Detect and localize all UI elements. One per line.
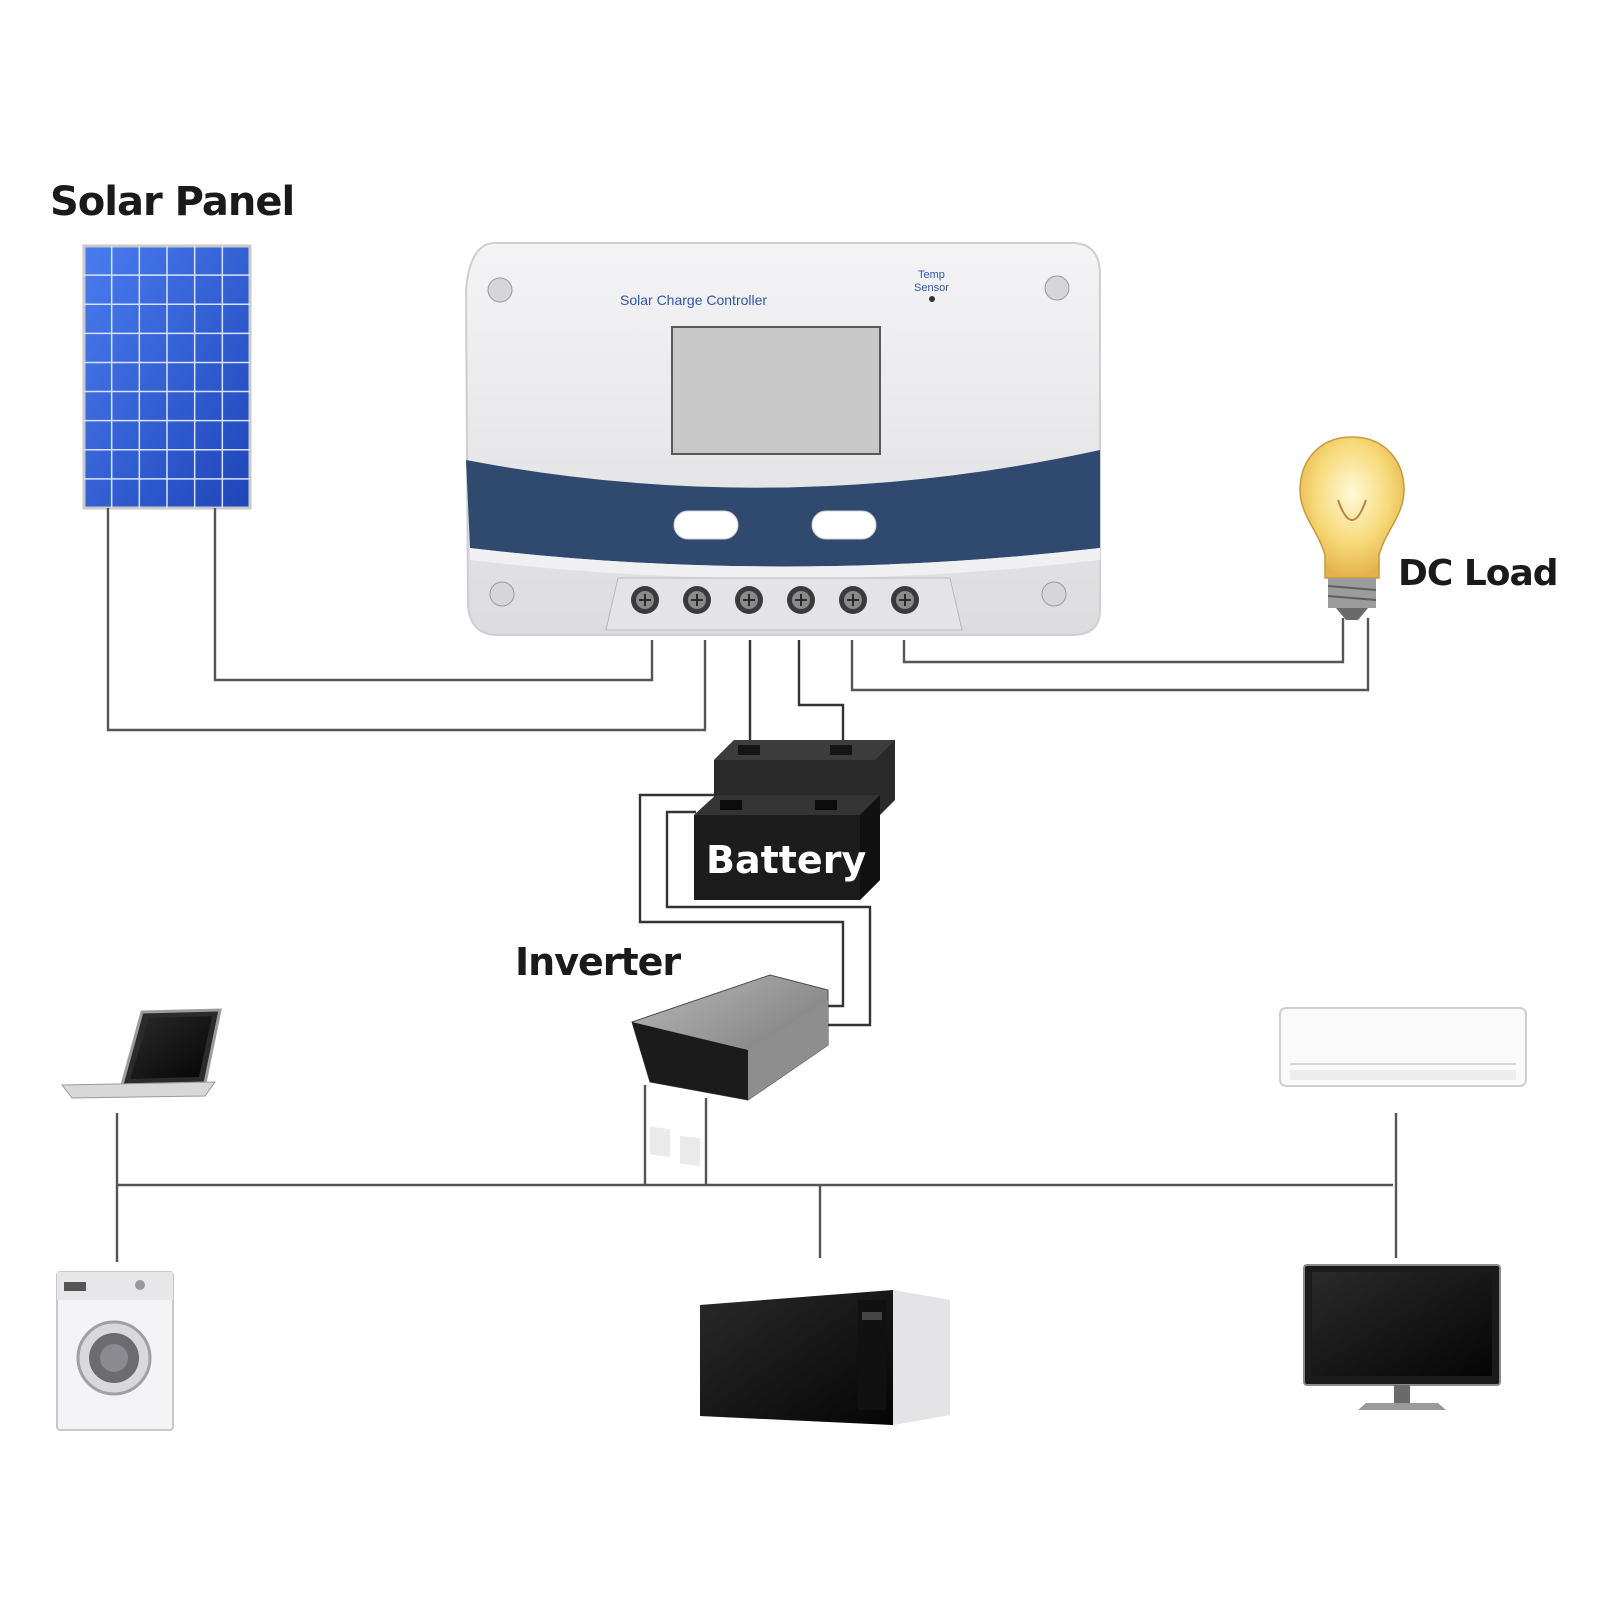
- solar-panel-label: Solar Panel: [50, 179, 294, 225]
- inverter-label: Inverter: [515, 940, 681, 984]
- temp-sensor-text: Temp: [918, 269, 945, 281]
- solar-panel-icon: [82, 244, 252, 510]
- light-bulb-icon: [1299, 436, 1405, 620]
- air-conditioner-icon: [1279, 1007, 1527, 1087]
- terminal-screw-icon: [683, 586, 711, 614]
- controller-button-right[interactable]: [811, 510, 877, 540]
- monitor-icon: [1303, 1264, 1501, 1410]
- temp-sensor-port-icon: [929, 296, 935, 302]
- washing-machine-icon: [56, 1271, 174, 1431]
- dc-wiring: [106, 508, 1370, 1027]
- microwave-icon: [700, 1290, 950, 1425]
- ac-wiring: [115, 1085, 1398, 1262]
- battery-icon: Battery: [694, 740, 895, 900]
- terminal-screw-icon: [891, 586, 919, 614]
- battery-label: Battery: [706, 838, 866, 882]
- terminal-screw-icon: [631, 586, 659, 614]
- inverter-icon: [631, 974, 829, 1167]
- lcd-screen: [671, 326, 881, 455]
- terminal-screw-icon: [735, 586, 763, 614]
- terminal-screw-icon: [839, 586, 867, 614]
- controller-brand-text: Solar Charge Controller: [620, 292, 767, 308]
- charge-controller: Solar Charge Controller Temp Sensor: [464, 242, 1101, 636]
- terminal-screw-icon: [787, 586, 815, 614]
- mount-hole-icon: [487, 275, 1070, 607]
- laptop-icon: [60, 1008, 222, 1099]
- temp-sensor-text-2: Sensor: [914, 282, 949, 294]
- terminal-block: [631, 586, 919, 614]
- dc-load-label: DC Load: [1398, 553, 1558, 594]
- controller-button-left[interactable]: [673, 510, 739, 540]
